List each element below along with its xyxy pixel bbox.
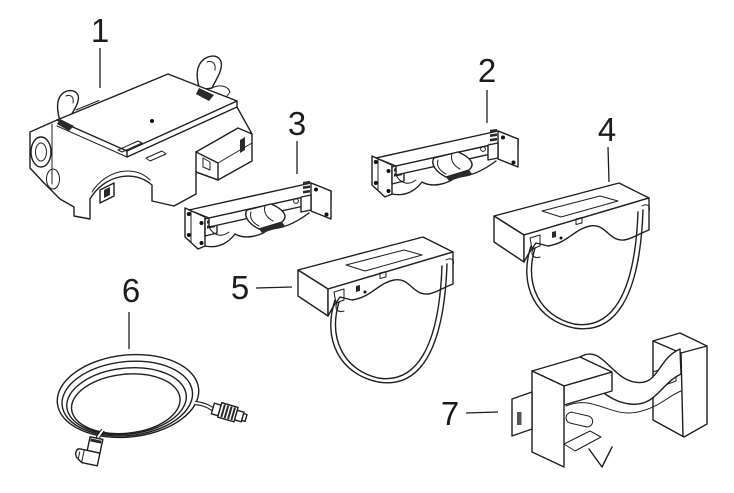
part-1-mounting-frame-drawing	[29, 55, 253, 220]
callout-label-7: 7	[441, 395, 459, 432]
part-6-connection-cable-drawing	[56, 353, 248, 467]
part-2-contact-bracket-drawing	[371, 128, 519, 198]
part-3-contact-bracket-drawing	[184, 180, 332, 250]
callout-label-2: 2	[478, 52, 496, 89]
part-4-control-box-drawing	[493, 182, 651, 330]
callout-leader-7	[465, 411, 499, 414]
callout-label-1: 1	[91, 12, 109, 49]
callout-leader-5	[255, 286, 293, 289]
callout-leader-4	[607, 146, 610, 183]
cable-connector-straight	[210, 402, 248, 423]
callout-label-5: 5	[231, 269, 249, 306]
cable-coil	[56, 353, 200, 439]
callout-label-4: 4	[598, 111, 616, 148]
callout-label-6: 6	[122, 272, 140, 309]
part-7-saddle-clamp-drawing	[511, 332, 708, 468]
callout-label-3: 3	[288, 105, 306, 142]
cable-connector-elbow	[75, 436, 104, 467]
part-5-control-box-drawing	[297, 236, 455, 384]
